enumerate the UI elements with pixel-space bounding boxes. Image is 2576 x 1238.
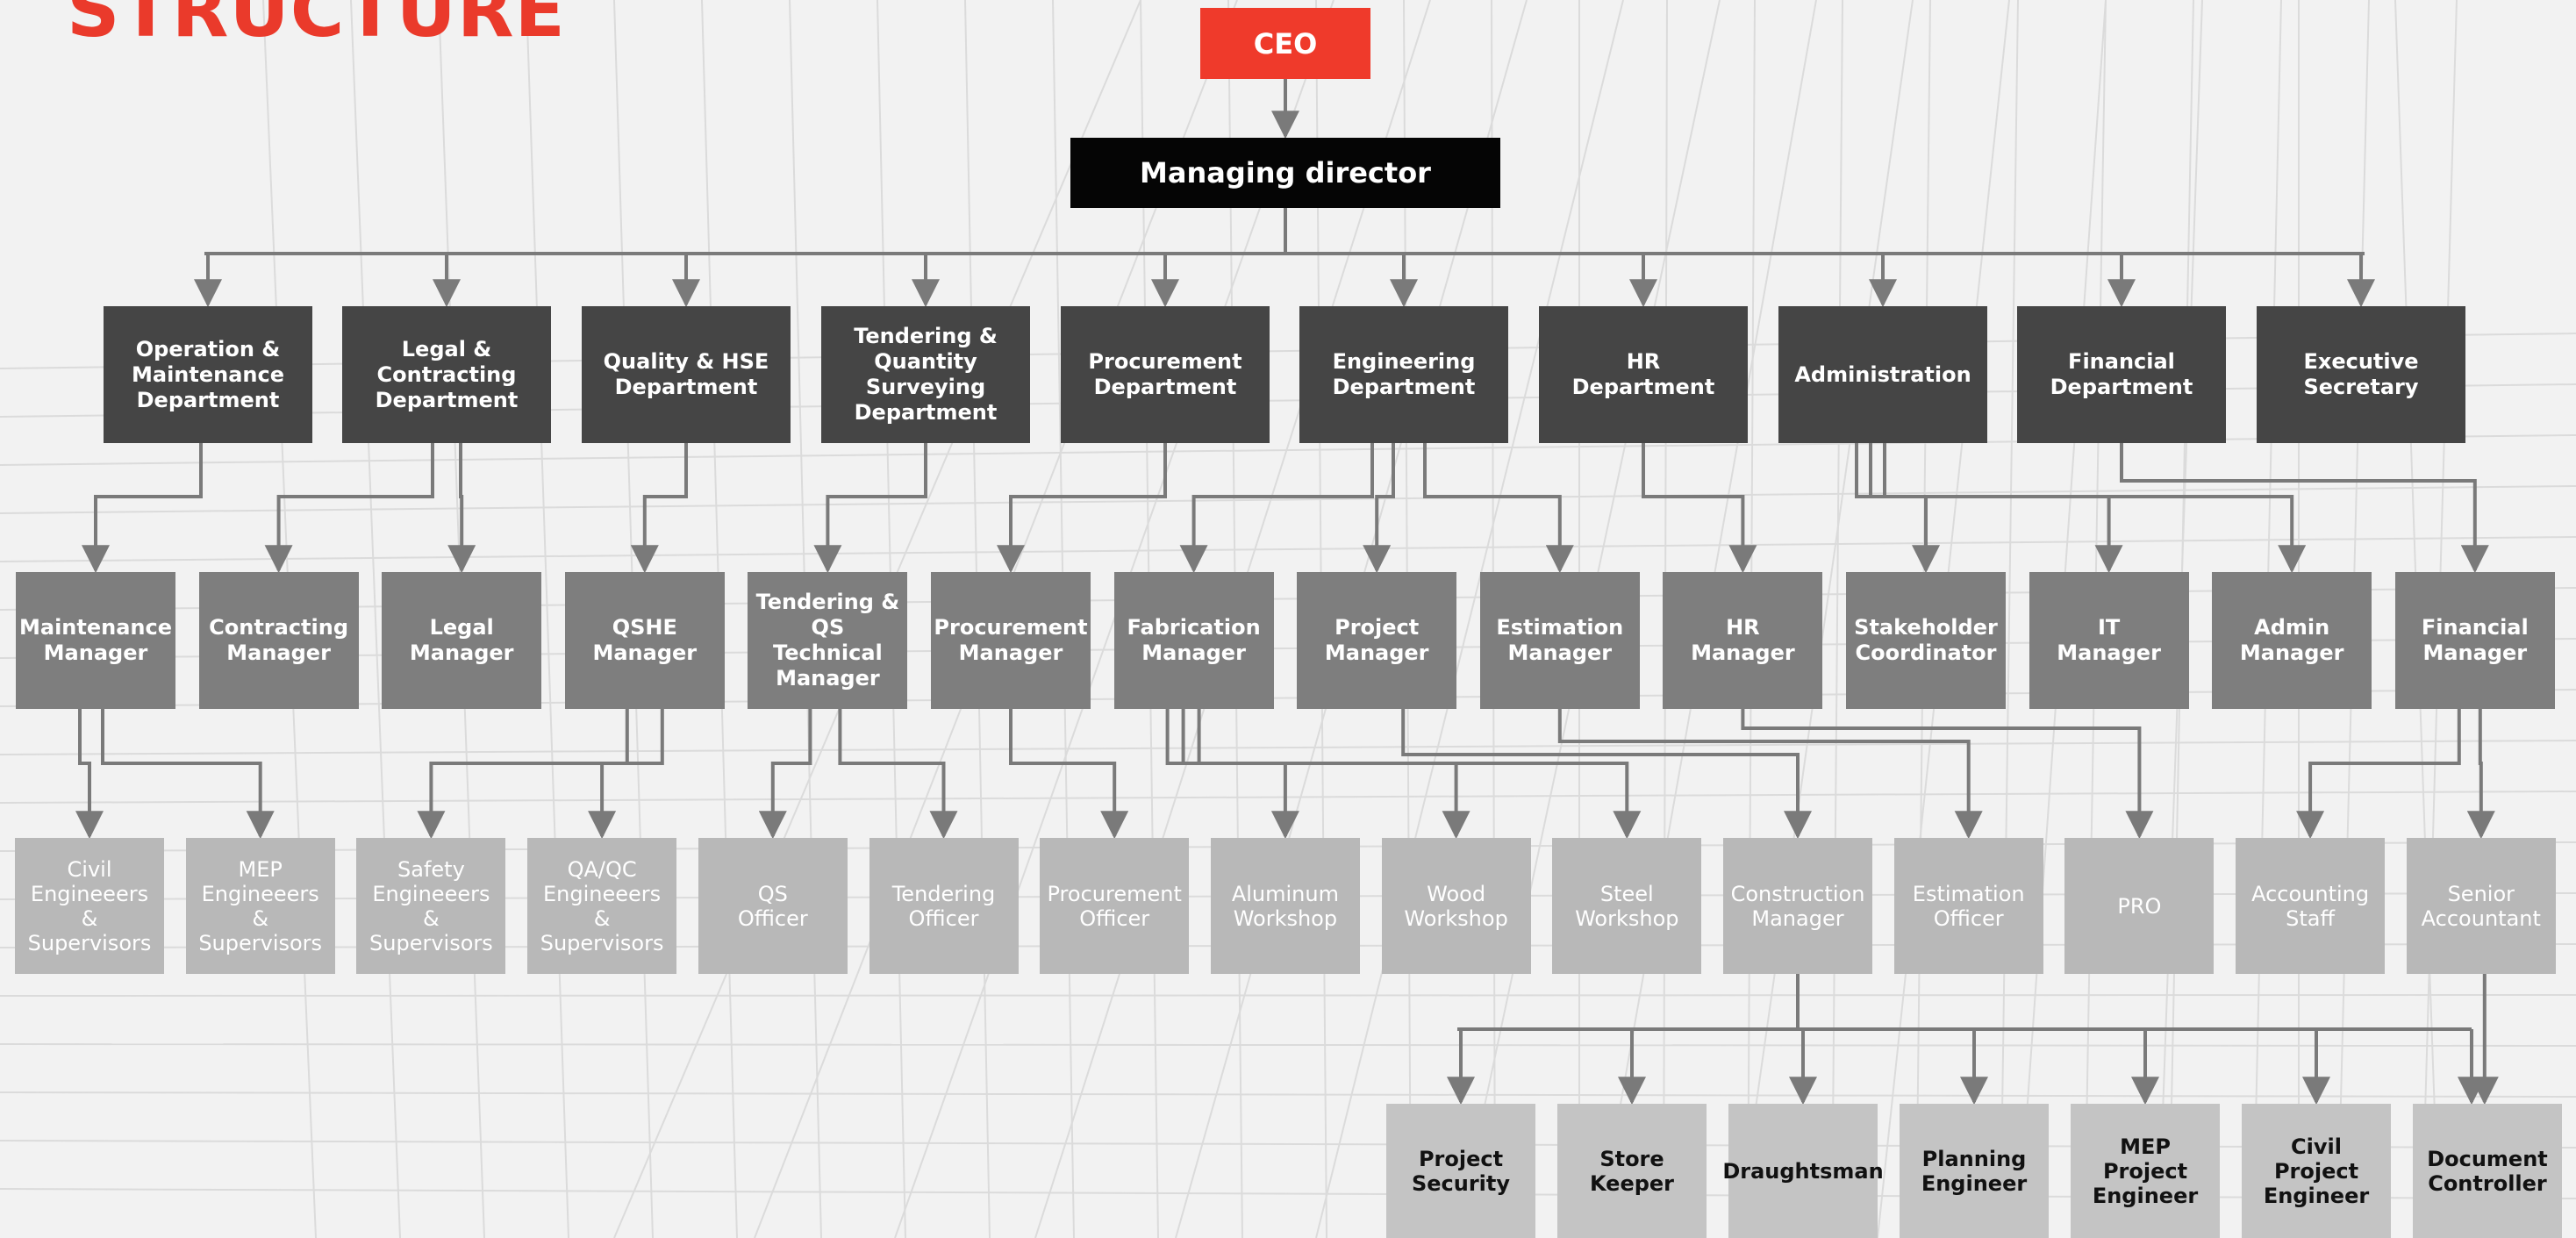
org-node-team-store: Store Keeper	[1557, 1104, 1707, 1238]
org-node-mgr-it: IT Manager	[2029, 572, 2189, 709]
org-node-mgr-tqs: Tendering & QS Technical Manager	[748, 572, 908, 709]
org-node-staff-civil: Civil Engineeers & Supervisors	[15, 838, 164, 974]
org-node-team-doccon: Document Controller	[2413, 1104, 2562, 1238]
org-node-staff-estoff: Estimation Officer	[1893, 838, 2043, 974]
org-node-mgr-legalmgr: Legal Manager	[382, 572, 542, 709]
org-node-mgr-fab: Fabrication Manager	[1113, 572, 1274, 709]
org-node-team-draught: Draughtsman	[1722, 1104, 1884, 1238]
org-node-team-planeng: Planning Engineer	[1900, 1104, 2049, 1238]
org-node-mgr-finmgr: Financial Manager	[2394, 572, 2555, 709]
org-node-dept-admin: Administration	[1778, 306, 1987, 443]
org-node-dept-procurement: Procurement Department	[1061, 306, 1270, 443]
org-node-staff-safety: Safety Engineeers & Supervisors	[356, 838, 506, 974]
org-node-mgr-procmgr: Procurement Manager	[931, 572, 1091, 709]
org-node-dept-exec: Executive Secretary	[2257, 306, 2465, 443]
org-node-mgr-qshe: QSHE Manager	[564, 572, 725, 709]
org-node-staff-pro: PRO	[2064, 838, 2215, 974]
org-node-staff-tendoff: Tendering Officer	[869, 838, 1019, 974]
org-node-staff-mep: MEP Engineeers & Supervisors	[185, 838, 335, 974]
org-node-mgr-adminmgr: Admin Manager	[2212, 572, 2372, 709]
org-node-dept-financial: Financial Department	[2017, 306, 2226, 443]
org-node-team-mepeng: MEP Project Engineer	[2071, 1104, 2220, 1238]
org-node-team-psec: Project Security	[1386, 1104, 1535, 1238]
org-node-dept-engineering: Engineering Department	[1299, 306, 1508, 443]
org-node-mgr-project: Project Manager	[1297, 572, 1457, 709]
org-node-dept-hr: HR Department	[1539, 306, 1748, 443]
org-node-staff-qaqc: QA/QC Engineeers & Supervisors	[527, 838, 677, 974]
org-node-mgr-estmgr: Estimation Manager	[1479, 572, 1640, 709]
org-node-ceo: CEO	[1200, 8, 1370, 79]
org-node-staff-acct: Accounting Staff	[2236, 838, 2386, 974]
org-node-mgr-hrmgr: HR Manager	[1663, 572, 1823, 709]
org-node-staff-wood: Wood Workshop	[1381, 838, 1531, 974]
org-node-team-civeng: Civil Project Engineer	[2242, 1104, 2391, 1238]
org-node-dept-quality: Quality & HSE Department	[582, 306, 791, 443]
org-node-dept-ops: Operation & Maintenance Department	[104, 306, 312, 443]
org-node-staff-constr: Construction Manager	[1723, 838, 1872, 974]
org-node-managing-director: Managing director	[1070, 138, 1500, 208]
org-node-staff-procoff: Procurement Officer	[1040, 838, 1190, 974]
org-node-mgr-maint: Maintenance Manager	[16, 572, 175, 709]
page-title: STRUCTURE	[67, 0, 566, 54]
org-node-staff-qso: QS Officer	[698, 838, 848, 974]
org-node-mgr-stake: Stakeholder Coordinator	[1846, 572, 2006, 709]
org-node-staff-alum: Aluminum Workshop	[1210, 838, 1360, 974]
org-node-staff-steel: Steel Workshop	[1552, 838, 1702, 974]
org-node-mgr-contract: Contracting Manager	[198, 572, 359, 709]
org-node-staff-senacct: Senior Accountant	[2406, 838, 2556, 974]
org-node-dept-legal: Legal & Contracting Department	[342, 306, 551, 443]
org-node-dept-tendering: Tendering & Quantity Surveying Departmen…	[821, 306, 1030, 443]
